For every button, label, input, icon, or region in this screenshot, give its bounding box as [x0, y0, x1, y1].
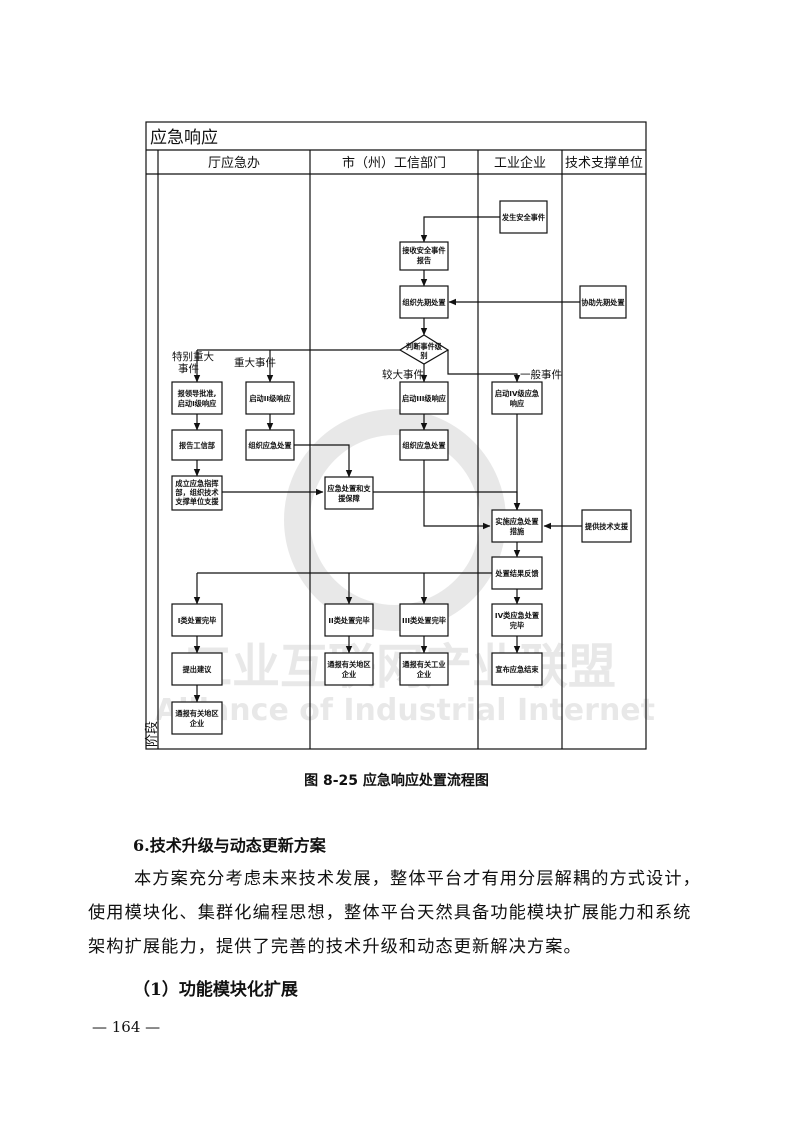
branch-zhongda: 重大事件	[234, 356, 276, 369]
node-qidong-4-2: 响应	[510, 399, 525, 408]
node-wanbi-4-1: IV类应急处置	[495, 611, 539, 620]
node-shishi-2: 措施	[510, 527, 525, 536]
node-xiezhu: 协助先期处置	[581, 298, 624, 307]
diagram-title: 应急响应	[150, 128, 218, 148]
node-qidong-4-1: 启动IV级应急	[495, 389, 539, 398]
node-fankui: 处置结果反馈	[494, 569, 539, 578]
page-number: — 164 —	[92, 1018, 161, 1036]
emergency-response-flowchart: 工业互联网产业联盟 Alliance of Industrial Interne…	[145, 121, 655, 750]
node-baogao-gongxin: 报告工信部	[179, 441, 215, 450]
node-zuzhi-xianqi: 组织先期处置	[402, 298, 445, 307]
node-chengli-3: 支撑单位支援	[174, 497, 219, 506]
swimlane-frame	[145, 121, 647, 750]
node-tongbao-gongye-2: 企业	[416, 670, 431, 679]
node-chengli-1: 成立应急指挥	[175, 479, 219, 488]
node-tongbao-diqu-2: 企业	[341, 670, 356, 679]
branch-yiban: 一般事件	[520, 368, 562, 381]
node-tichu: 提出建议	[182, 665, 213, 674]
node-panduan-2: 别	[419, 351, 427, 360]
lane-header-support: 技术支撑单位	[565, 156, 643, 171]
node-chengli-2: 部，组织技术	[175, 488, 219, 497]
node-tongbao-diqu2-1: 通报有关地区	[175, 709, 218, 718]
node-yingji-zhiyuan-1: 应急处置和支	[327, 484, 371, 493]
lane-header-city: 市（州）工信部门	[342, 155, 446, 171]
node-tigong: 提供技术支援	[584, 522, 629, 531]
node-wanbi-1: I类处置完毕	[178, 616, 217, 625]
node-tongbao-diqu-1: 通报有关地区	[327, 660, 370, 669]
node-tongbao-diqu2-2: 企业	[189, 719, 204, 728]
watermark-en: Alliance of Industrial Internet	[155, 693, 655, 728]
node-yingji-zhiyuan-2: 援保障	[338, 494, 360, 503]
subsection-heading: （1）功能模块化扩展	[133, 980, 298, 1000]
body-paragraph: 本方案充分考虑未来技术发展，整体平台才有用分层解耦的方式设计，使用模块化、集群化…	[88, 869, 701, 957]
lane-header-office: 厅应急办	[208, 155, 260, 171]
node-zuzhi-2: 组织应急处置	[248, 441, 291, 450]
node-baogao-lingdao-2: 启动I级响应	[178, 399, 217, 408]
branch-tebie-1: 特别重大	[172, 350, 214, 363]
node-panduan-1: 判断事件级	[406, 342, 443, 351]
branch-labels: 特别重大 事件 重大事件 较大事件 一般事件	[172, 350, 562, 381]
branch-jiaoda: 较大事件	[382, 368, 424, 381]
node-wanbi-2: II类处置完毕	[328, 616, 369, 625]
node-qidong-3: 启动III级响应	[402, 394, 447, 403]
node-jieshou-2: 报告	[417, 256, 431, 265]
lane-header-enterprise: 工业企业	[494, 155, 546, 171]
node-tongbao-gongye-1: 通报有关工业	[402, 660, 445, 669]
node-wanbi-4-2: 完毕	[510, 621, 524, 630]
node-baogao-lingdao-1: 报领导批准,	[178, 389, 217, 398]
node-zuzhi-3: 组织应急处置	[402, 441, 445, 450]
node-shishi-1: 实施应急处置	[495, 517, 538, 526]
branch-tebie-2: 事件	[178, 362, 199, 375]
node-jieshou-1: 接收安全事件	[402, 246, 445, 255]
node-labels: 发生安全事件 接收安全事件 报告 组织先期处置 协助先期处置 判断事件级 别 报…	[174, 213, 628, 728]
figure-caption: 图 8-25 应急响应处置流程图	[304, 773, 489, 789]
node-qidong-2: 启动II级响应	[249, 394, 291, 403]
node-boxes	[171, 200, 632, 735]
node-fasheng: 发生安全事件	[501, 213, 545, 222]
node-xuanbu: 宣布应急结束	[495, 665, 539, 674]
section-heading: 6.技术升级与动态更新方案	[133, 836, 326, 855]
connectors	[193, 216, 582, 703]
stage-label: 阶段	[145, 721, 160, 747]
node-wanbi-3: III类处置完毕	[402, 616, 446, 625]
watermark: 工业互联网产业联盟 Alliance of Industrial Interne…	[155, 409, 655, 728]
